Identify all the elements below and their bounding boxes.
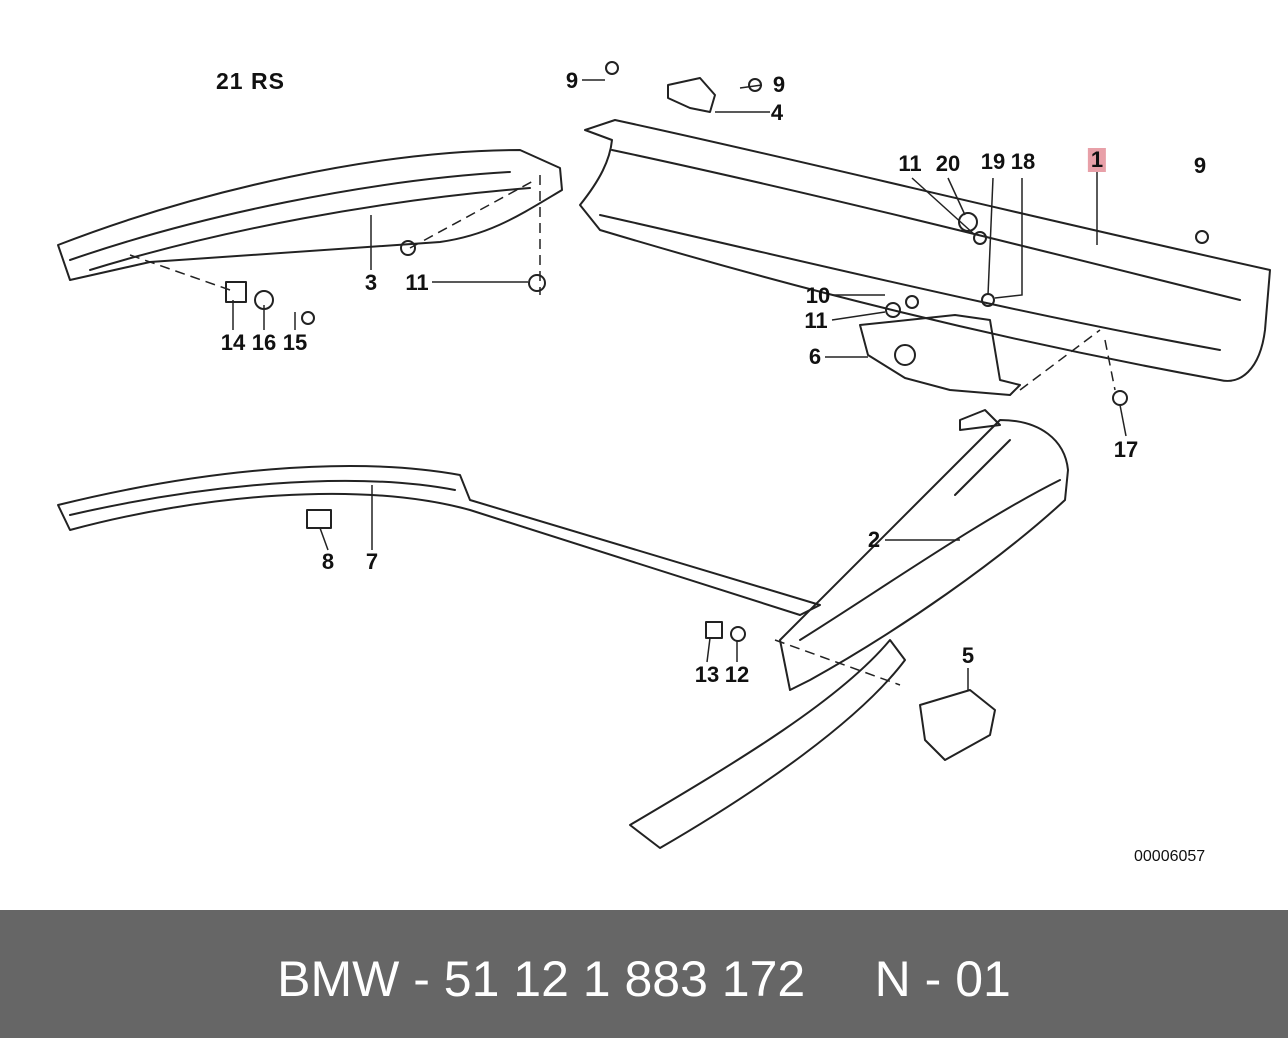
callout-11: 11 <box>804 308 828 333</box>
callout-3: 3 <box>364 270 378 295</box>
callout-13: 13 <box>694 662 720 687</box>
bumper-exploded-drawing <box>57 61 1271 849</box>
diagram-reference-number: 00006057 <box>1134 848 1206 865</box>
part-7-trim-strip <box>57 465 821 616</box>
callout-18: 18 <box>1010 149 1036 174</box>
lower-trim-strip <box>629 639 906 849</box>
part-2-bumper-cover <box>779 419 1069 691</box>
part-4-clip <box>667 77 716 113</box>
callout-16: 16 <box>251 330 277 355</box>
callout-2: 2 <box>867 527 881 552</box>
callout-14: 14 <box>220 330 246 355</box>
callout-6: 6 <box>808 344 822 369</box>
part-1-carrier <box>579 119 1271 382</box>
part-6-bracket <box>859 314 1021 396</box>
callout-1-highlighted: 1 <box>1087 148 1107 172</box>
callout-12: 12 <box>724 662 750 687</box>
callout-17: 17 <box>1113 437 1139 462</box>
callout-11: 11 <box>405 270 429 295</box>
part-3-left-trim <box>57 149 563 281</box>
callout-9: 9 <box>1193 153 1207 178</box>
callout-19: 19 <box>980 149 1006 174</box>
callout-8: 8 <box>321 549 335 574</box>
callout-10: 10 <box>805 283 831 308</box>
callout-9: 9 <box>772 72 786 97</box>
callout-4: 4 <box>770 100 784 125</box>
callout-20: 20 <box>935 151 961 176</box>
parts-diagram: 21 RS 9 9 4 11 20 19 18 1 9 3 11 14 16 1… <box>57 61 1271 865</box>
callout-5: 5 <box>961 643 975 668</box>
callout-7: 7 <box>365 549 379 574</box>
callout-9: 9 <box>565 68 579 93</box>
part-number-footer: BMW - 51 12 1 883 172 N - 01 <box>0 910 1288 1038</box>
callout-11: 11 <box>898 151 922 176</box>
part-number-text: BMW - 51 12 1 883 172 N - 01 <box>277 951 1011 1007</box>
callout-15: 15 <box>282 330 308 355</box>
diagram-header: 21 RS <box>216 68 285 94</box>
part-5-clip <box>919 689 996 761</box>
